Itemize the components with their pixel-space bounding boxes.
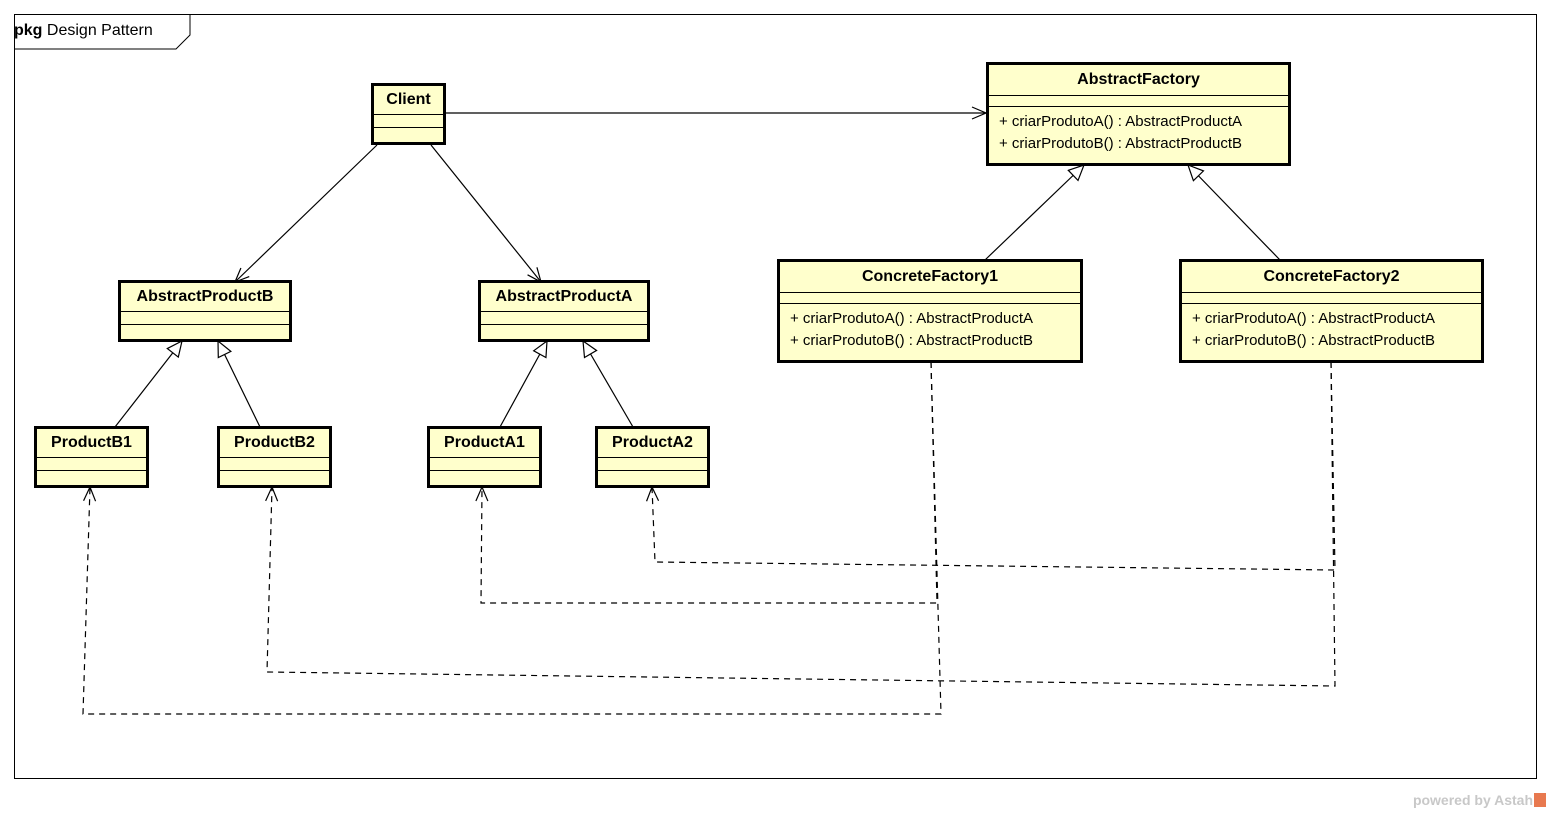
- dep-cf1-productb1[interactable]: [82, 361, 942, 715]
- class-name: ProductB1: [37, 429, 146, 458]
- class-operations: [430, 471, 539, 483]
- powered-by-watermark: powered by Astah: [1413, 792, 1546, 808]
- class-name: ConcreteFactory2: [1182, 262, 1481, 293]
- operation: + criarProdutoA() : AbstractProductA: [1192, 310, 1436, 327]
- gen-concretefactory1[interactable]: [984, 164, 1086, 261]
- class-name: ConcreteFactory1: [780, 262, 1080, 293]
- class-attributes: [374, 115, 443, 128]
- operation: + criarProdutoA() : AbstractProductA: [999, 113, 1243, 130]
- class-name: AbstractProductA: [481, 283, 647, 312]
- class-operations: + criarProdutoA() : AbstractProductA + c…: [989, 107, 1288, 155]
- footer-text: powered by Astah: [1412, 792, 1533, 808]
- class-abstract-product-a[interactable]: AbstractProductA: [478, 280, 650, 342]
- class-operations: [220, 471, 329, 483]
- dep-cf2-productb2[interactable]: [267, 361, 1336, 687]
- class-attributes: [430, 458, 539, 471]
- class-attributes: [989, 96, 1288, 107]
- class-attributes: [121, 312, 289, 325]
- class-attributes: [1182, 293, 1481, 304]
- gen-producta2[interactable]: [582, 339, 634, 428]
- class-concrete-factory2[interactable]: ConcreteFactory2 + criarProdutoA() : Abs…: [1179, 259, 1484, 363]
- class-client[interactable]: Client: [371, 83, 446, 145]
- class-operations: [598, 471, 707, 483]
- frame-label: pkg Design Pattern: [14, 22, 153, 40]
- class-abstract-product-b[interactable]: AbstractProductB: [118, 280, 292, 342]
- class-attributes: [780, 293, 1080, 304]
- assoc-client-abstractproductb[interactable]: [235, 144, 378, 282]
- class-name: AbstractFactory: [989, 65, 1288, 96]
- class-operations: [481, 325, 647, 337]
- assoc-client-abstractproducta[interactable]: [430, 144, 541, 282]
- class-attributes: [481, 312, 647, 325]
- frame-keyword: pkg: [14, 22, 43, 39]
- package-frame: [14, 14, 1537, 779]
- class-attributes: [220, 458, 329, 471]
- operation: + criarProdutoB() : AbstractProductB: [1192, 332, 1436, 349]
- class-concrete-factory1[interactable]: ConcreteFactory1 + criarProdutoA() : Abs…: [777, 259, 1083, 363]
- gen-productb1[interactable]: [114, 339, 183, 428]
- class-name: AbstractProductB: [121, 283, 289, 312]
- gen-concretefactory2[interactable]: [1187, 163, 1281, 261]
- operation: + criarProdutoB() : AbstractProductB: [999, 135, 1243, 152]
- class-operations: + criarProdutoA() : AbstractProductA + c…: [1182, 304, 1481, 352]
- astah-logo-icon: [1534, 793, 1546, 807]
- class-operations: [121, 325, 289, 337]
- operation: + criarProdutoA() : AbstractProductA: [790, 310, 1034, 327]
- frame-label-tab: [14, 14, 191, 50]
- class-attributes: [598, 458, 707, 471]
- gen-productb2[interactable]: [217, 339, 261, 428]
- class-abstract-factory[interactable]: AbstractFactory + criarProdutoA() : Abst…: [986, 62, 1291, 166]
- gen-producta1[interactable]: [499, 339, 548, 428]
- class-product-b1[interactable]: ProductB1: [34, 426, 149, 488]
- dep-cf2-producta2[interactable]: [652, 361, 1336, 571]
- class-name: ProductB2: [220, 429, 329, 458]
- class-operations: [374, 128, 443, 140]
- class-product-b2[interactable]: ProductB2: [217, 426, 332, 488]
- class-product-a2[interactable]: ProductA2: [595, 426, 710, 488]
- class-name: ProductA2: [598, 429, 707, 458]
- class-operations: [37, 471, 146, 483]
- class-operations: + criarProdutoA() : AbstractProductA + c…: [780, 304, 1080, 352]
- operation: + criarProdutoB() : AbstractProductB: [790, 332, 1034, 349]
- frame-name: Design Pattern: [46, 22, 153, 39]
- class-product-a1[interactable]: ProductA1: [427, 426, 542, 488]
- class-name: Client: [374, 86, 443, 115]
- class-attributes: [37, 458, 146, 471]
- class-name: ProductA1: [430, 429, 539, 458]
